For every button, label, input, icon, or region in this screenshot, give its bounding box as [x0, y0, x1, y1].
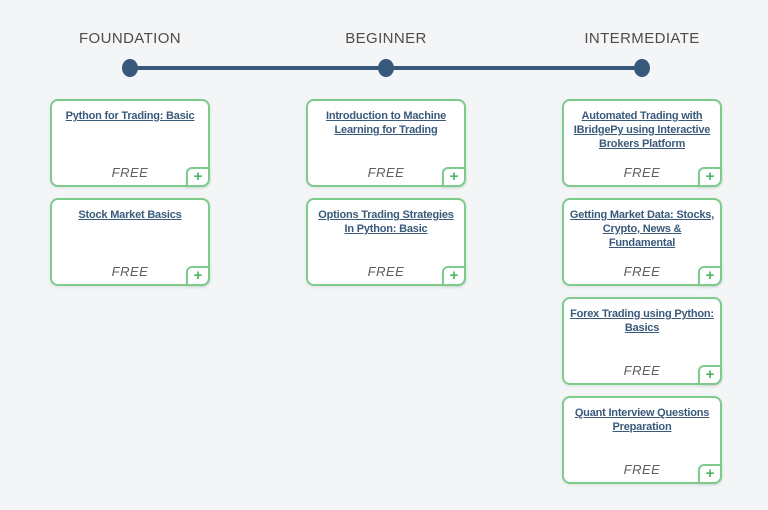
add-course-button[interactable]: +	[442, 167, 466, 187]
timeline-stages: FOUNDATION BEGINNER INTERMEDIATE	[0, 30, 768, 77]
course-card: Forex Trading using Python: Basics FREE …	[562, 297, 722, 385]
plus-icon: +	[193, 267, 203, 284]
course-price-label: FREE	[367, 264, 405, 279]
timeline-dot-beginner	[378, 59, 394, 77]
course-card: Stock Market Basics FREE +	[50, 198, 210, 286]
add-course-button[interactable]: +	[442, 266, 466, 286]
column-foundation: Python for Trading: Basic FREE + Stock M…	[50, 99, 210, 484]
course-price-label: FREE	[623, 363, 661, 378]
course-price-label: FREE	[367, 165, 405, 180]
course-title-link[interactable]: Options Trading Strategies In Python: Ba…	[318, 209, 454, 235]
add-course-button[interactable]: +	[186, 167, 210, 187]
stage-label-beginner: BEGINNER	[345, 30, 427, 47]
course-price-label: FREE	[623, 165, 661, 180]
course-title-link[interactable]: Introduction to Machine Learning for Tra…	[325, 110, 447, 136]
add-course-button[interactable]: +	[186, 266, 210, 286]
timeline-dot-foundation	[122, 59, 138, 77]
course-title-link[interactable]: Stock Market Basics	[78, 209, 182, 221]
course-price-label: FREE	[623, 264, 661, 279]
course-card: Introduction to Machine Learning for Tra…	[306, 99, 466, 187]
timeline-stage-beginner: BEGINNER	[306, 30, 466, 77]
plus-icon: +	[705, 366, 715, 383]
column-intermediate: Automated Trading with IBridgePy using I…	[562, 99, 722, 484]
add-course-button[interactable]: +	[698, 365, 722, 385]
course-price-label: FREE	[111, 264, 149, 279]
add-course-button[interactable]: +	[698, 167, 722, 187]
course-price-label: FREE	[623, 462, 661, 477]
stage-label-intermediate: INTERMEDIATE	[584, 30, 700, 47]
course-title-link[interactable]: Quant Interview Questions Preparation	[574, 407, 710, 433]
course-card: Quant Interview Questions Preparation FR…	[562, 396, 722, 484]
plus-icon: +	[705, 267, 715, 284]
course-title-link[interactable]: Python for Trading: Basic	[65, 110, 195, 122]
add-course-button[interactable]: +	[698, 266, 722, 286]
plus-icon: +	[705, 168, 715, 185]
course-title-link[interactable]: Automated Trading with IBridgePy using I…	[573, 110, 711, 150]
course-card: Options Trading Strategies In Python: Ba…	[306, 198, 466, 286]
learning-path-timeline: FOUNDATION BEGINNER INTERMEDIATE	[0, 0, 768, 77]
timeline-dot-intermediate	[634, 59, 650, 77]
course-card: Getting Market Data: Stocks, Crypto, New…	[562, 198, 722, 286]
course-price-label: FREE	[111, 165, 149, 180]
plus-icon: +	[449, 267, 459, 284]
stage-label-foundation: FOUNDATION	[78, 30, 182, 47]
plus-icon: +	[705, 465, 715, 482]
course-columns: Python for Trading: Basic FREE + Stock M…	[0, 99, 768, 484]
add-course-button[interactable]: +	[698, 464, 722, 484]
course-card: Automated Trading with IBridgePy using I…	[562, 99, 722, 187]
plus-icon: +	[449, 168, 459, 185]
timeline-stage-foundation: FOUNDATION	[50, 30, 210, 77]
column-beginner: Introduction to Machine Learning for Tra…	[306, 99, 466, 484]
course-card: Python for Trading: Basic FREE +	[50, 99, 210, 187]
plus-icon: +	[193, 168, 203, 185]
timeline-stage-intermediate: INTERMEDIATE	[562, 30, 722, 77]
course-title-link[interactable]: Forex Trading using Python: Basics	[570, 308, 714, 334]
course-title-link[interactable]: Getting Market Data: Stocks, Crypto, New…	[569, 209, 715, 249]
